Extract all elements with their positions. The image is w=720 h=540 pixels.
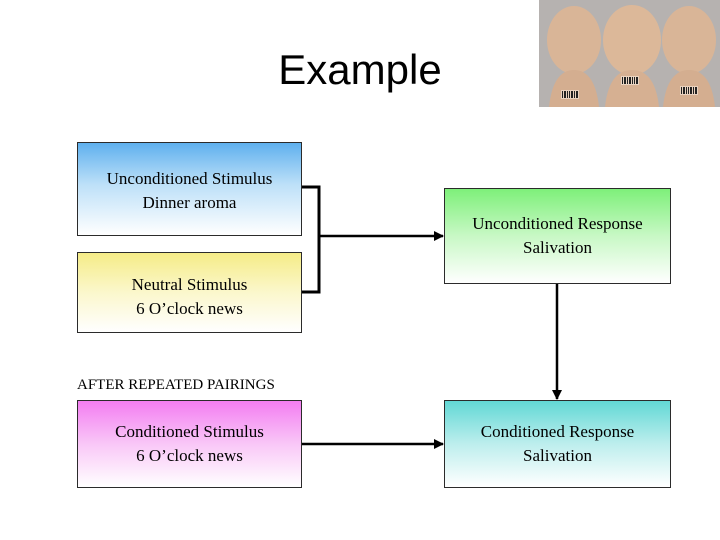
- unconditioned-stimulus-label: Unconditioned Stimulus: [106, 169, 273, 188]
- conditioned-response-value: Salivation: [523, 446, 592, 465]
- after-repeated-pairings-label: AFTER REPEATED PAIRINGS: [77, 377, 275, 393]
- unconditioned-response-value: Salivation: [523, 238, 592, 257]
- neutral-stimulus-label: Neutral Stimulus: [131, 275, 248, 294]
- unconditioned-stimulus-box: Unconditioned Stimulus Dinner aroma: [77, 142, 302, 236]
- conditioned-stimulus-label: Conditioned Stimulus: [115, 422, 264, 441]
- unconditioned-response-label: Unconditioned Response: [472, 214, 643, 233]
- unconditioned-response-box: Unconditioned Response Salivation: [444, 188, 671, 284]
- conditioned-stimulus-box: Conditioned Stimulus 6 O’clock news: [77, 400, 302, 488]
- slide-title: Example: [278, 46, 442, 93]
- neutral-stimulus-value: 6 O’clock news: [136, 299, 243, 318]
- head-2: [603, 5, 661, 107]
- conditioned-response-box: Conditioned Response Salivation: [444, 400, 671, 488]
- neutral-stimulus-box: Neutral Stimulus 6 O’clock news: [77, 252, 302, 333]
- pairing-bracket: [302, 185, 321, 294]
- unconditioned-stimulus-value: Dinner aroma: [142, 193, 237, 212]
- heads-illustration: [539, 0, 720, 107]
- conditioned-response-label: Conditioned Response: [480, 422, 635, 441]
- barcoded-heads-photo: [539, 0, 720, 107]
- head-3: [662, 6, 716, 107]
- conditioned-stimulus-value: 6 O’clock news: [136, 446, 243, 465]
